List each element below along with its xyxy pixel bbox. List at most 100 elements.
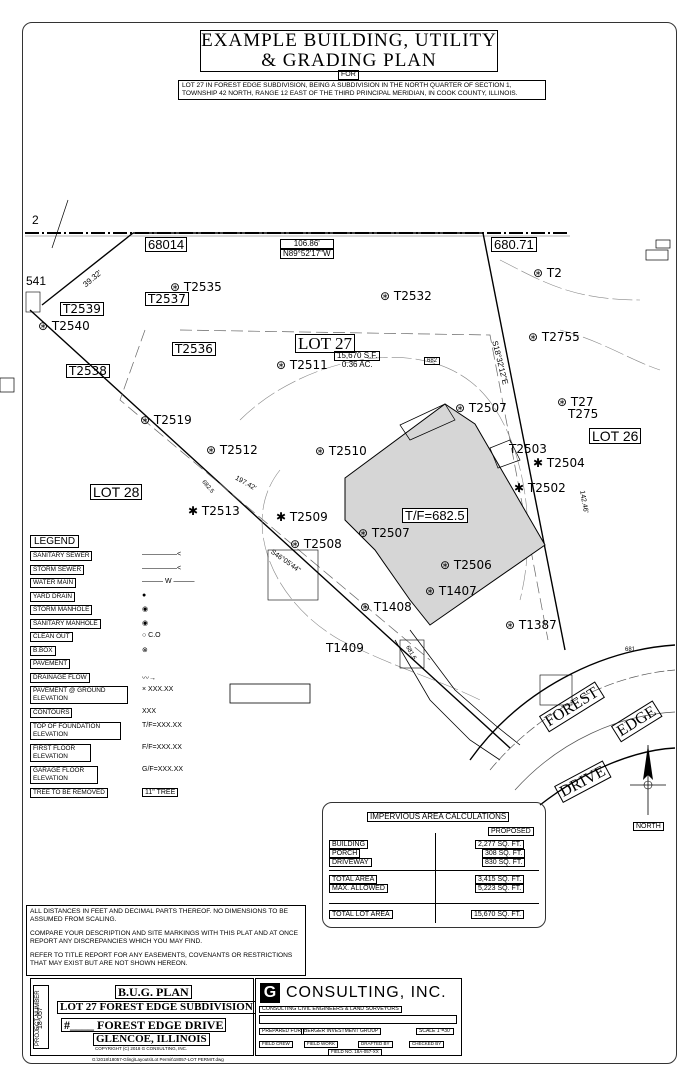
max-allowed-value: 5,223 SQ. FT. [475,884,525,893]
tree-label: ⊛ T2508 [290,537,342,551]
row-label: DRIVEWAY [329,858,372,867]
tree-label: T2539 [60,302,104,316]
top-distance-label: 106.86' [280,239,334,249]
top-bearing-label: N89°52'17"W [280,249,334,259]
elevation-right-label: 680.71 [491,237,537,252]
legend-row: PAVEMENT [30,659,215,673]
address-line: #____ FOREST EDGE DRIVE [61,1018,227,1032]
table-divider [435,833,436,923]
tree-label: ✱ T2504 [533,456,585,470]
lot-area-ac: 0.36 AC. [341,360,373,369]
note-3: REFER TO TITLE REPORT FOR ANY EASEMENTS,… [30,952,293,967]
file-path-text: G:\2018\18057-Gling\Layouts\Lot Permit\1… [92,1057,224,1062]
tree-label: ⊛ T2512 [206,443,258,457]
prepared-for-label: PREPARED FOR [259,1028,305,1035]
tree-label: ⊛ T2532 [380,289,432,303]
tree-label: T2538 [66,364,110,378]
company-subtitle: CONSULTING CIVIL ENGINEERS & LAND SURVEY… [259,1006,402,1014]
lot-28-label: LOT 28 [90,484,143,500]
bug-plan-title: B.U.G. PLAN [115,985,192,999]
row-value: 308 SQ. FT. [482,849,526,858]
elevation-left-label: 68014 [145,237,188,252]
tree-label: T2537 [145,292,189,306]
total-area-value: 3,415 SQ. FT. [475,875,525,884]
tree-label: ⊛ T1408 [360,600,412,614]
field-number: FIELD NO. 18A-057-XX [328,1049,382,1056]
table-rule [329,903,539,904]
legend-row: YARD DRAIN● [30,591,215,606]
total-lot-area-value: 15,670 SQ. FT. [471,910,525,919]
company-contact-line [259,1015,457,1024]
legend-row: STORM SEWER—————< [30,564,215,579]
tree-label: ✱ T2513 [188,504,240,518]
tree-label: ⊛ T2 [533,266,562,280]
drawing-sheet-border [22,22,677,1064]
tree-label: ⊛ T1387 [505,618,557,632]
tree-label: ✱ T2509 [276,510,328,524]
project-number: 18-057 [37,1007,44,1029]
city-line: GLENCOE, ILLINOIS [93,1033,210,1046]
tree-label: ⊛ T2535 [170,280,222,294]
note-2: COMPARE YOUR DESCRIPTION AND SITE MARKIN… [30,930,299,945]
legend-row: WATER MAIN——— W ——— [30,578,215,592]
company-logo-icon: G [260,983,280,1003]
tree-label: T2536 [172,342,216,356]
max-allowed-label: MAX. ALLOWED [329,884,388,893]
edge-541-label: 541 [26,274,47,288]
for-label: FOR [338,70,359,80]
lot-27-label: LOT 27 [295,334,355,353]
project-number-box: PROJECT NUMBER [33,985,49,1049]
legend-row: SANITARY SEWER—————< [30,551,215,565]
impervious-title: IMPERVIOUS AREA CALCULATIONS [367,812,510,822]
lot-subdivision-line: LOT 27 FOREST EDGE SUBDIVISION [57,1001,256,1014]
top-boundary-label: 106.86' N89°52'17"W [280,239,334,259]
checked-by-label: CHECKED BY [409,1041,445,1048]
plan-title-line1: EXAMPLE BUILDING, UTILITY [201,30,497,51]
row-label: BUILDING [329,840,369,849]
copyright-text: COPYRIGHT (C) 2018 G CONSULTING, INC. [95,1046,188,1051]
drafted-by-label: DRAFTED BY [358,1041,393,1048]
table-rule [329,870,539,871]
tree-label: ⊛ T2506 [440,558,492,572]
tree-label: T2503 [509,442,547,456]
legend: LEGEND SANITARY SEWER—————< STORM SEWER—… [30,535,215,801]
tree-label: ⊛ T2507 [358,526,410,540]
tree-label: ⊛ T2510 [315,444,367,458]
legend-row: B.BOX⊗ [30,645,215,660]
legal-description: LOT 27 IN FOREST EDGE SUBDIVISION, BEING… [178,80,546,100]
tree-label: ⊛ T2519 [140,413,192,427]
legend-row: SANITARY MANHOLE◉ [30,618,215,633]
tree-label: ⊛ T2755 [528,330,580,344]
field-crew-label: FIELD CREW [259,1041,293,1048]
top-of-foundation-label: T/F=682.5 [402,508,468,523]
proposed-header: PROPOSED [488,827,534,836]
row-value: 830 SQ. FT. [482,858,526,867]
general-notes: ALL DISTANCES IN FEET AND DECIMAL PARTS … [26,905,306,976]
row-label: PORCH [329,849,361,858]
lot-26-label: LOT 26 [589,428,642,444]
legend-row: DRAINAGE FLOW〰→ [30,672,215,687]
elevation-681-label: 681 [625,647,636,653]
field-work-label: FIELD WORK [304,1041,339,1048]
plan-title: EXAMPLE BUILDING, UTILITY & GRADING PLAN [200,30,498,72]
tree-label: ⊛ T27 [557,395,594,409]
elevation-682-label: 682 [424,357,441,365]
tree-label: T275 [568,407,599,421]
tree-label: T1409 [326,641,364,655]
lot-area-sf: 15,670 S.F. [334,351,381,361]
plan-title-block: PROJECT NUMBER 18-057 B.U.G. PLAN LOT 27… [30,978,256,1056]
row-value: 2,277 SQ. FT. [475,840,525,849]
legend-title: LEGEND [30,535,80,548]
prepared-for-value: BERGER INVESTMENT GROUP [301,1028,382,1035]
legend-row: STORM MANHOLE◉ [30,605,215,619]
tree-label: ⊛ T2511 [276,358,328,372]
legend-row: CLEAN OUT○ C.O [30,632,215,646]
scale-label: SCALE 1"=30' [416,1028,454,1035]
lot-area-info: 15,670 S.F. 0.36 AC. [334,351,381,369]
company-name: CONSULTING, INC. [286,984,447,1001]
consultant-block: G CONSULTING, INC. CONSULTING CIVIL ENGI… [255,978,462,1056]
